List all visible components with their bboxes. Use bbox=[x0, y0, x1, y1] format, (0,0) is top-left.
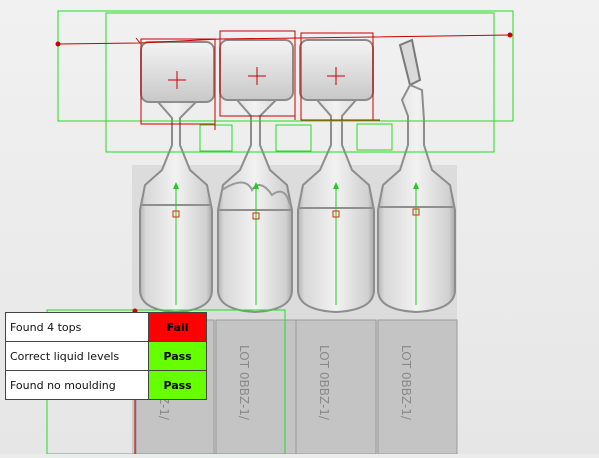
status-badge: Pass bbox=[148, 370, 207, 400]
result-label: Found 4 tops bbox=[4, 312, 150, 342]
result-label: Found no moulding bbox=[4, 370, 150, 400]
vial-lot-print: LOT 0BBZ-1/ bbox=[317, 345, 331, 421]
level-arrow-1 bbox=[172, 182, 180, 305]
moulding-roi-3 bbox=[356, 123, 393, 151]
liquid-level-indicators bbox=[172, 182, 420, 305]
vial-lot-print: LOT 0BBZ-1/ bbox=[399, 345, 413, 421]
cap-box-1 bbox=[140, 38, 216, 125]
result-row-moulding: Found no moulding Pass bbox=[4, 370, 207, 400]
cap-box-2 bbox=[219, 30, 296, 117]
caps-search-roi bbox=[105, 12, 495, 153]
result-row-liquid-levels: Correct liquid levels Pass bbox=[4, 341, 207, 371]
tops-baseline bbox=[57, 34, 511, 45]
result-label: Correct liquid levels bbox=[4, 341, 150, 371]
tops-search-roi bbox=[57, 10, 514, 122]
level-arrow-2 bbox=[252, 182, 260, 305]
level-arrow-3 bbox=[332, 182, 340, 305]
level-arrow-4 bbox=[412, 182, 420, 305]
cap-box-3 bbox=[300, 32, 374, 121]
moulding-roi-2 bbox=[275, 124, 312, 152]
vial-lot-print: LOT 0BBZ-1/ bbox=[237, 345, 251, 421]
moulding-roi-1 bbox=[199, 124, 233, 152]
result-row-tops: Found 4 tops Fail bbox=[4, 312, 207, 342]
status-badge: Fail bbox=[148, 312, 207, 342]
inspection-results-table: Found 4 tops Fail Correct liquid levels … bbox=[4, 312, 207, 400]
status-badge: Pass bbox=[148, 341, 207, 371]
